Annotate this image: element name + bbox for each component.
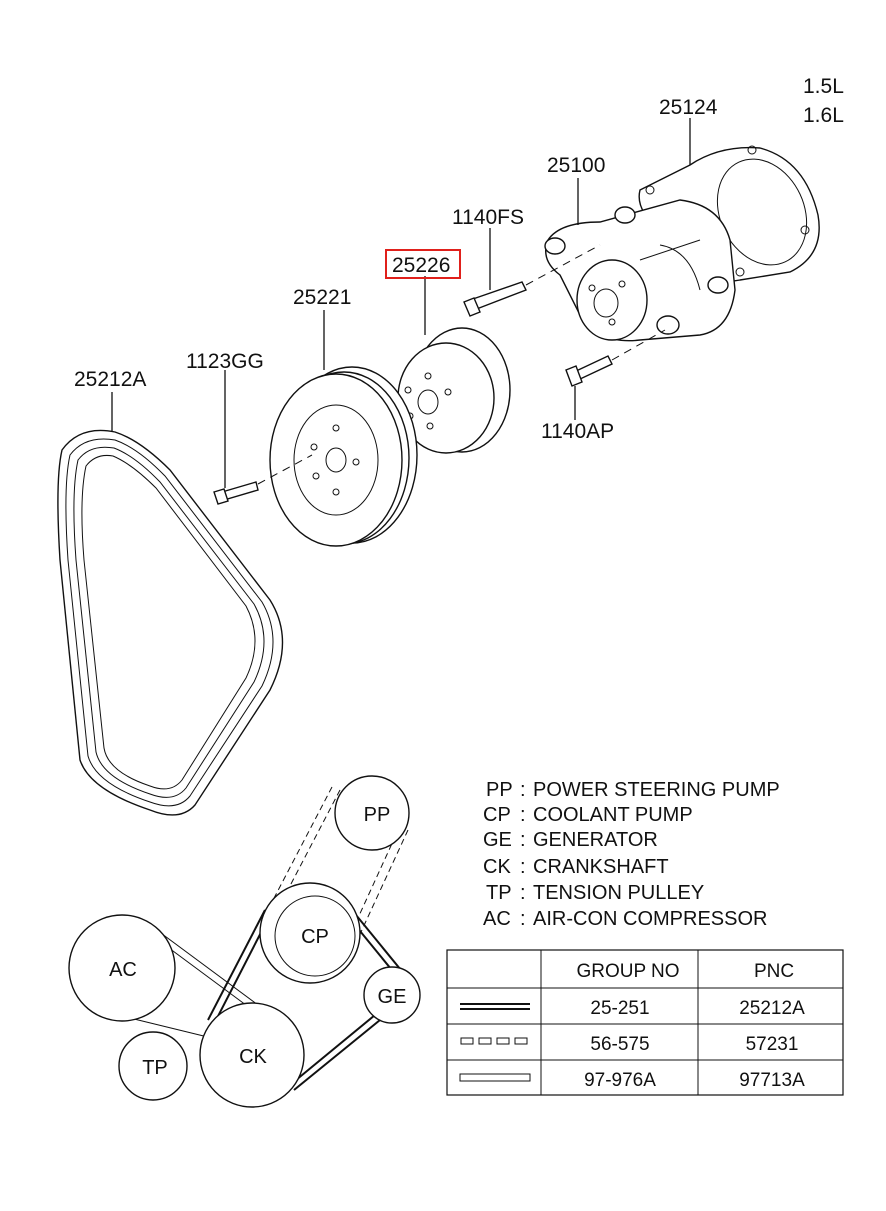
svg-text::: : — [520, 829, 526, 851]
legend-desc-ck: CRANKSHAFT — [533, 856, 669, 878]
table-row-1-group: 25-251 — [590, 998, 649, 1019]
legend-code-ac: AC — [483, 908, 511, 930]
table-header-pnc: PNC — [754, 961, 794, 982]
pulley-ac — [68, 914, 176, 1022]
pulley-label-ac: AC — [109, 959, 137, 981]
line-sample-double-solid — [460, 1003, 530, 1010]
part-label-25124: 25124 — [659, 96, 718, 119]
legend-desc-ge: GENERATOR — [533, 829, 658, 851]
bolt-1140fs[interactable] — [463, 281, 527, 317]
table-header-group: GROUP NO — [576, 961, 679, 982]
table-row-2-pnc: 57231 — [746, 1034, 799, 1055]
part-label-1140fs: 1140FS — [452, 206, 524, 229]
pulley-tp — [118, 1031, 188, 1101]
highlight-box — [385, 249, 461, 279]
pulley-cp — [259, 882, 361, 984]
svg-text::: : — [520, 856, 526, 878]
table-row-1-pnc: 25212A — [739, 998, 805, 1019]
legend-code-pp: PP — [486, 779, 513, 801]
legend-desc-tp: TENSION PULLEY — [533, 882, 704, 904]
pulley-25226[interactable] — [397, 327, 511, 454]
pulley-ck — [199, 1002, 305, 1108]
legend-desc-pp: POWER STEERING PUMP — [533, 779, 780, 801]
table-row-3-pnc: 97713A — [739, 1070, 805, 1091]
pulley-label-pp: PP — [364, 804, 391, 826]
belt-routing-schematic: PP CP GE AC TP CK — [68, 775, 421, 1108]
svg-text::: : — [520, 804, 526, 826]
pulley-25221[interactable] — [269, 366, 418, 547]
legend-desc-cp: COOLANT PUMP — [533, 804, 693, 826]
part-label-1123gg: 1123GG — [186, 350, 264, 373]
pulley-pp — [334, 775, 410, 851]
bolt-1123gg[interactable] — [213, 481, 259, 505]
svg-text::: : — [520, 779, 526, 801]
legend-code-ck: CK — [483, 856, 511, 878]
pulley-label-ck: CK — [239, 1046, 267, 1068]
belt-25212a[interactable] — [57, 429, 284, 816]
engine-label-2: 1.6L — [803, 104, 844, 127]
part-label-25226[interactable]: 25226 — [392, 254, 450, 277]
svg-text::: : — [520, 908, 526, 930]
pulley-label-tp: TP — [142, 1057, 168, 1079]
pulley-label-ge: GE — [378, 986, 407, 1008]
legend-code-tp: TP — [486, 882, 512, 904]
engine-label-1: 1.5L — [803, 75, 844, 98]
line-sample-dashed — [460, 1037, 528, 1045]
table-row-3-group: 97-976A — [584, 1070, 656, 1091]
bolt-1140ap[interactable] — [565, 355, 613, 387]
legend-desc-ac: AIR-CON COMPRESSOR — [533, 908, 767, 930]
group-table: GROUP NO PNC 25-251 25212A 56-575 57231 … — [446, 949, 844, 1096]
legend-code-cp: CP — [483, 804, 511, 826]
pulley-ge — [363, 966, 421, 1024]
part-label-1140ap: 1140AP — [541, 420, 614, 443]
table-row-2-group: 56-575 — [590, 1034, 649, 1055]
svg-text::: : — [520, 882, 526, 904]
legend-code-ge: GE — [483, 829, 512, 851]
legend: PP : POWER STEERING PUMP CP : COOLANT PU… — [483, 779, 780, 930]
line-sample-hollow — [459, 1073, 531, 1082]
part-label-25100: 25100 — [547, 154, 605, 177]
water-pump-25100[interactable] — [544, 199, 736, 342]
part-label-25212a: 25212A — [74, 368, 146, 391]
pulley-label-cp: CP — [301, 926, 329, 948]
part-label-25221: 25221 — [293, 286, 351, 309]
